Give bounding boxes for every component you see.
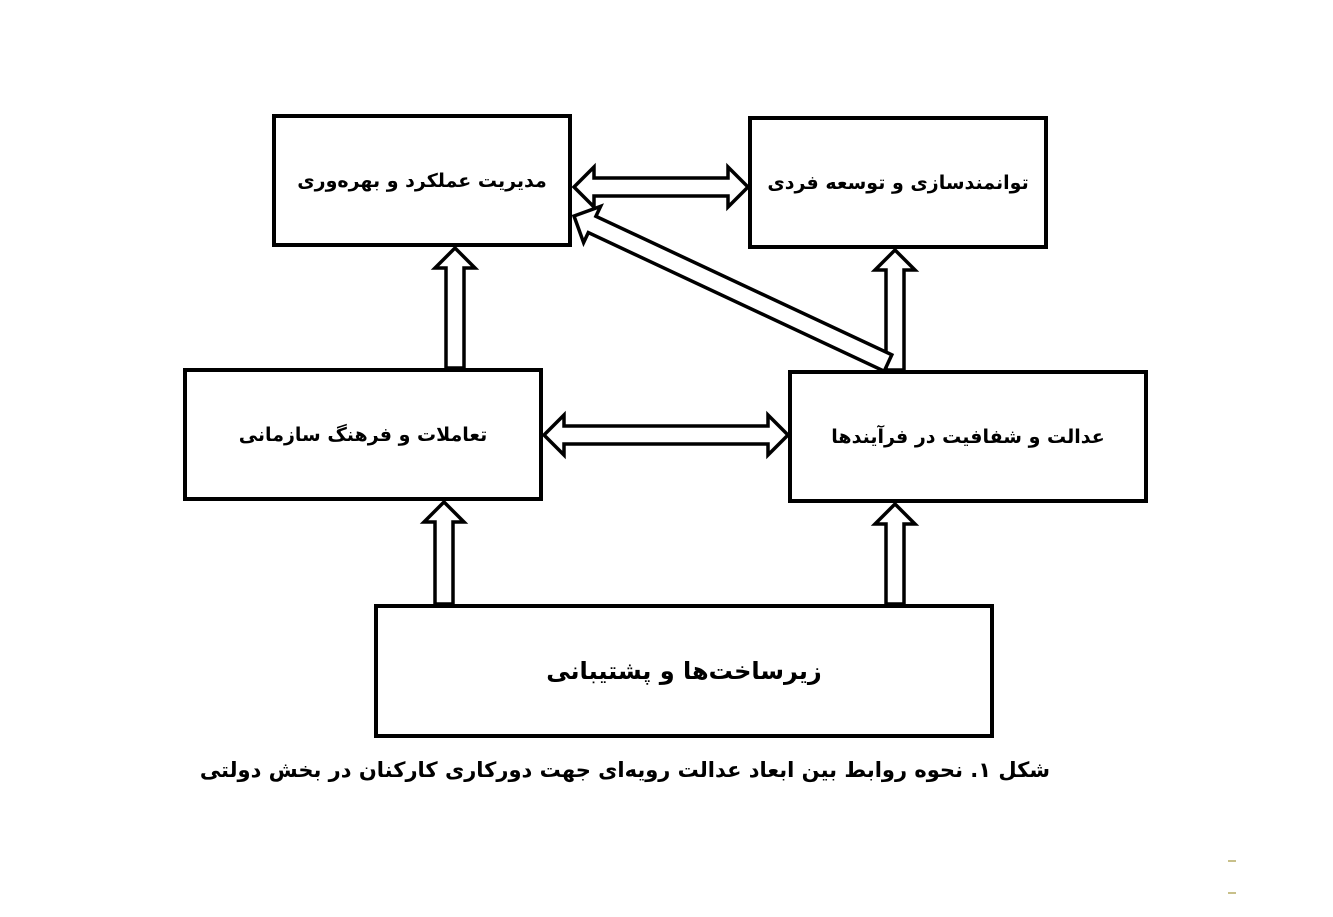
empowerment-development-label: توانمندسازی و توسعه فردی [767, 171, 1029, 194]
justice-transparency-box: عدالت و شفافیت در فرآیندها [788, 370, 1148, 503]
arrow-interactions-justice [541, 410, 791, 460]
arrow-justice-to-performance [571, 203, 895, 374]
empowerment-development-box: توانمندسازی و توسعه فردی [748, 116, 1048, 249]
performance-management-box: مدیریت عملکرد و بهره‌وری [272, 114, 572, 247]
arrow-infrastructure-to-interactions [419, 499, 469, 606]
arrow-infrastructure-to-justice [870, 501, 920, 606]
decorative-dash [1228, 860, 1236, 862]
arrow-performance-empowerment [571, 162, 751, 212]
performance-management-label: مدیریت عملکرد و بهره‌وری [297, 169, 547, 192]
infrastructure-support-box: زیرساخت‌ها و پشتیبانی [374, 604, 994, 738]
figure-caption: شکل ۱. نحوه روابط بین ابعاد عدالت رویه‌ا… [199, 758, 1050, 782]
infrastructure-support-label: زیرساخت‌ها و پشتیبانی [546, 657, 822, 685]
justice-transparency-label: عدالت و شفافیت در فرآیندها [831, 425, 1105, 448]
arrow-interactions-to-performance [430, 245, 480, 370]
decorative-dash [1228, 892, 1236, 894]
interactions-culture-label: تعاملات و فرهنگ سازمانی [238, 423, 488, 446]
interactions-culture-box: تعاملات و فرهنگ سازمانی [183, 368, 543, 501]
